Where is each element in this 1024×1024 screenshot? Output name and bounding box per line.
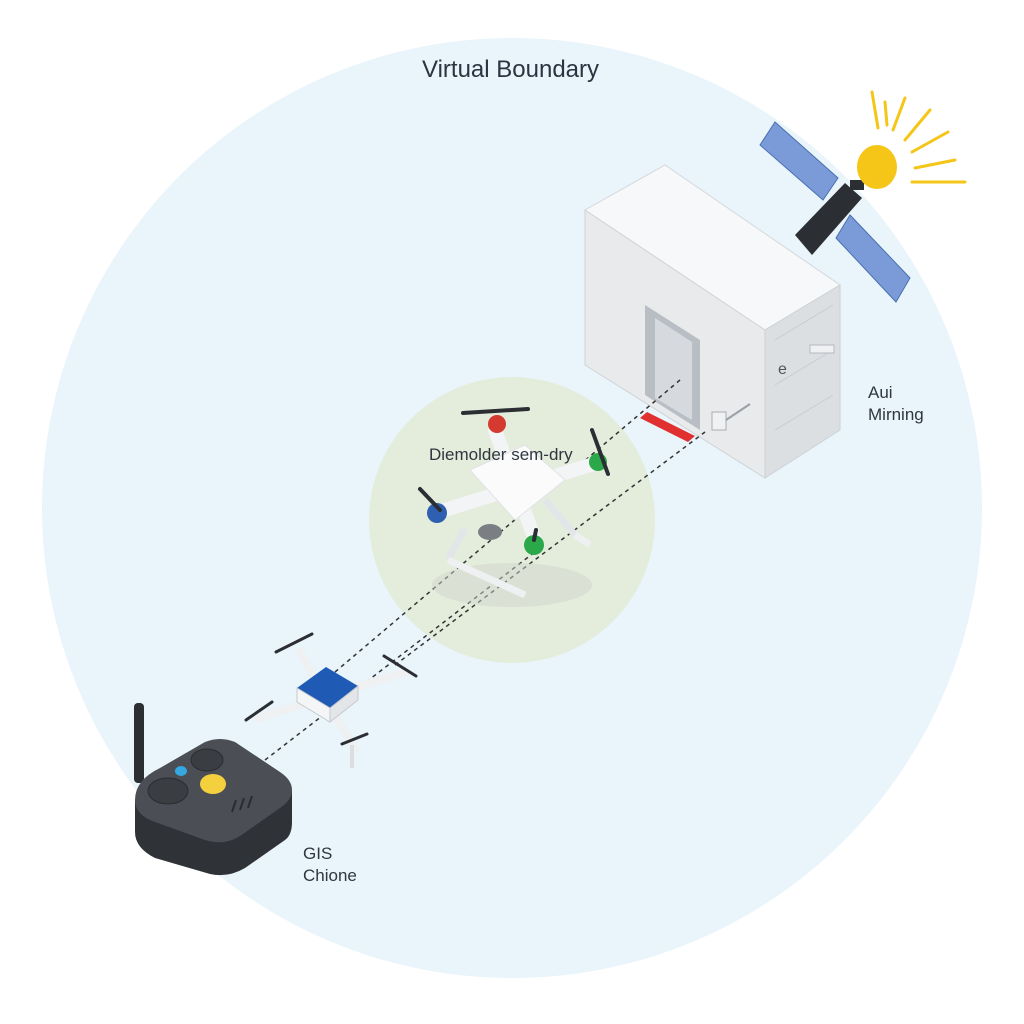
controller-antenna xyxy=(134,703,144,783)
small-drone-icon xyxy=(244,632,418,768)
controller-button[interactable] xyxy=(200,774,226,794)
building-label-line2: Mirning xyxy=(868,405,924,424)
sun-icon xyxy=(857,90,967,189)
diagram-title: Virtual Boundary xyxy=(422,56,599,83)
svg-text:e: e xyxy=(778,361,787,378)
building: e xyxy=(584,164,841,479)
satellite-icon xyxy=(759,121,911,303)
drone-zone-circle xyxy=(369,377,655,663)
controller-label-line2: Chione xyxy=(303,866,357,885)
remote-controller-icon xyxy=(134,703,292,876)
alert-strip xyxy=(640,412,695,442)
building-label-line1: Aui xyxy=(868,383,893,402)
main-drone-icon xyxy=(418,407,610,607)
controller-label-line1: GIS xyxy=(303,844,333,863)
drone-zone-label: Diemolder sem-dry xyxy=(429,445,573,464)
